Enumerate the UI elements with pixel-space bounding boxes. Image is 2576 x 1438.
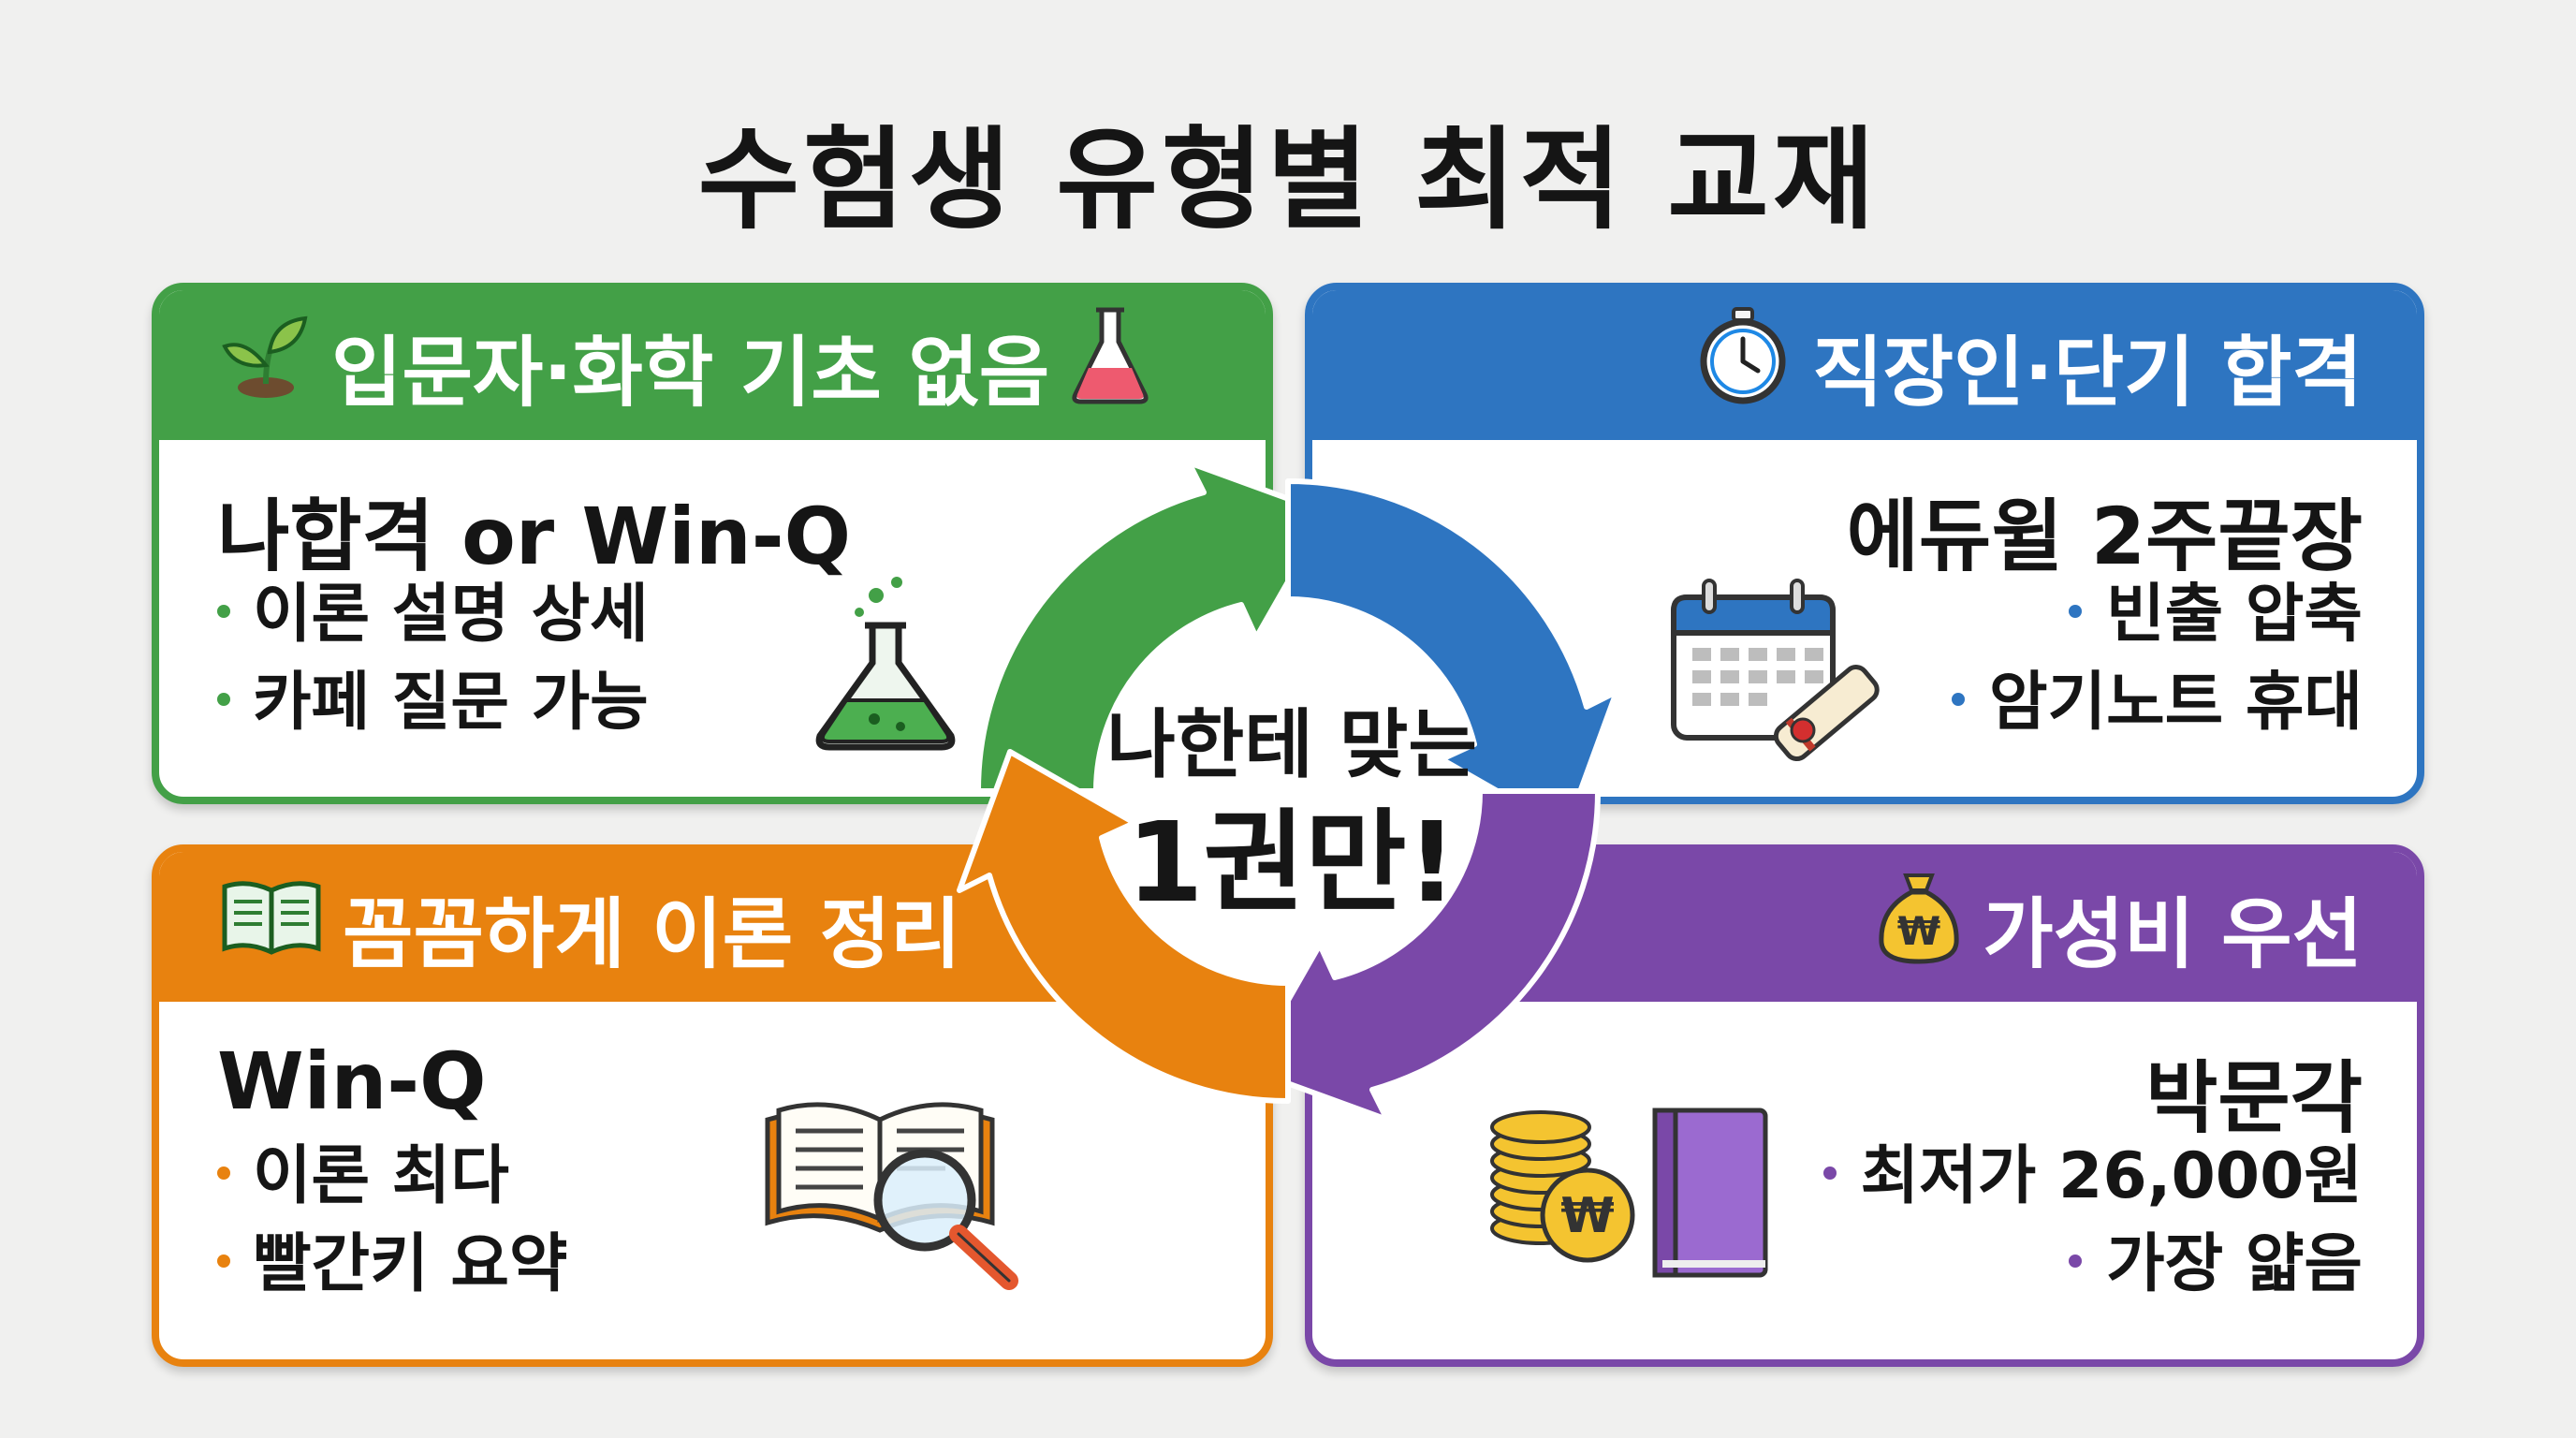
- card-budget-title: 가성비 우선: [1983, 889, 2363, 979]
- list-item: 빈출 압축: [1952, 571, 2363, 659]
- bullet-list: 최저가 26,000원 가장 얇음: [1822, 1133, 2363, 1309]
- card-beginner-header: 입문자·화학 기초 없음: [159, 290, 1266, 440]
- list-item: 카페 질문 가능: [217, 659, 649, 747]
- list-item: 최저가 26,000원: [1822, 1133, 2363, 1221]
- card-beginner: 입문자·화학 기초 없음 나합격 or Win-Q 이론 설명 상세 카페 질문…: [152, 283, 1273, 804]
- cycle-arrow-green: [974, 460, 1330, 794]
- flask-icon: [1068, 304, 1152, 426]
- center-line-1: 나한테 맞는: [1106, 701, 1477, 788]
- list-item: 이론 설명 상세: [217, 571, 649, 659]
- card-worker-header: 직장인·단기 합격: [1312, 290, 2417, 440]
- calendar-diploma-icon: [1666, 571, 1881, 771]
- bullet-list: 빈출 압축 암기노트 휴대: [1951, 571, 2363, 747]
- book-name: Win-Q: [217, 1035, 487, 1127]
- cycle-arrow-purple: [1246, 788, 1602, 1123]
- book-name: 에듀윌 2주끝장: [1846, 491, 2363, 582]
- sprout-icon: [219, 309, 313, 421]
- card-thorough-title: 꼼꼼하게 이론 정리: [343, 889, 961, 979]
- list-item: 이론 최다: [217, 1133, 567, 1221]
- coins-book-icon: ₩: [1485, 1088, 1784, 1298]
- book-magnifier-icon: [758, 1082, 1039, 1301]
- cycle-arrow-orange: [957, 749, 1291, 1105]
- book-name: 박문각: [2145, 1052, 2363, 1144]
- center-slogan: 나한테 맞는 1권만!: [1011, 698, 1573, 932]
- money-bag-icon: ₩: [1874, 868, 1964, 986]
- stopwatch-icon: [1692, 305, 1793, 425]
- card-worker-title: 직장인·단기 합격: [1812, 328, 2363, 418]
- list-item: 암기노트 휴대: [1951, 659, 2363, 747]
- svg-text:₩: ₩: [1560, 1188, 1614, 1244]
- bullet-list: 이론 최다 빨간키 요약: [217, 1133, 567, 1309]
- card-beginner-title: 입문자·화학 기초 없음: [331, 328, 1050, 418]
- list-item: 가장 얇음: [1823, 1221, 2363, 1309]
- cycle-arrow-blue: [1285, 477, 1619, 833]
- bullet-list: 이론 설명 상세 카페 질문 가능: [217, 571, 649, 747]
- book-name: 나합격 or Win-Q: [217, 491, 851, 582]
- center-line-2: 1권만!: [1126, 798, 1457, 927]
- bubbling-flask-icon: [792, 569, 979, 760]
- svg-text:₩: ₩: [1897, 908, 1940, 954]
- book-icon: [219, 877, 324, 976]
- list-item: 빨간키 요약: [217, 1221, 567, 1309]
- page-title: 수험생 유형별 최적 교재: [697, 115, 1879, 244]
